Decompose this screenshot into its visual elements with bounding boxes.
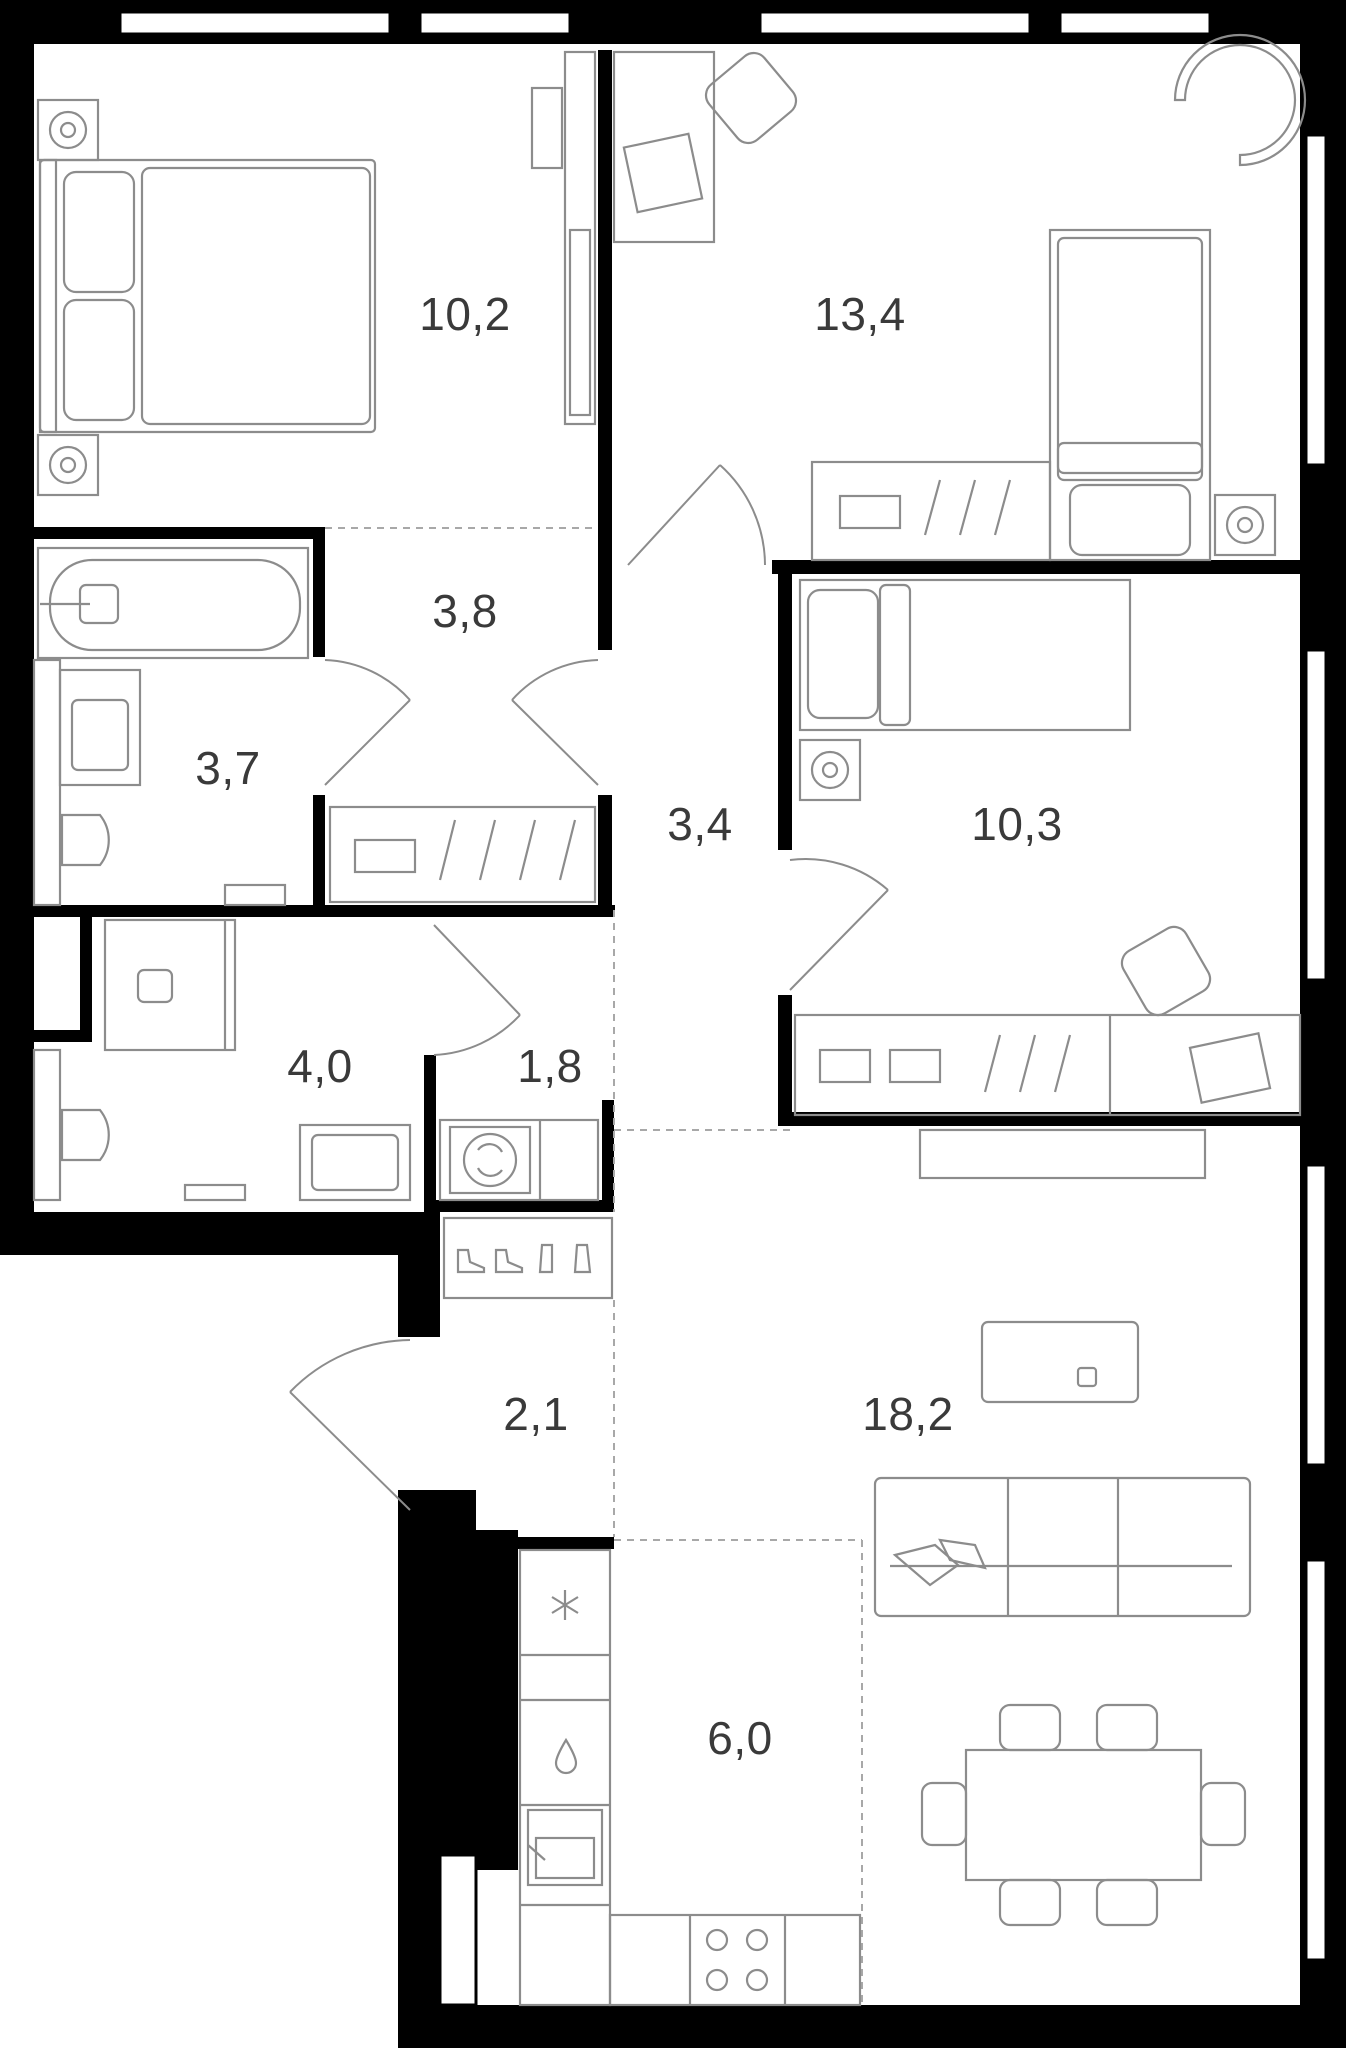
- hall-wardrobe: [328, 805, 597, 904]
- bedroom-1-furniture: [36, 50, 597, 497]
- shoe-rack: [442, 1216, 614, 1300]
- kitchen-furniture: [518, 1548, 862, 2007]
- room-area-wc: 4,0: [287, 1040, 352, 1092]
- room-area-laundry: 1,8: [517, 1040, 582, 1092]
- interior-walls: [34, 50, 1300, 1549]
- area-labels: 10,2 13,4 3,8 3,7 3,4 10,3 4,0 1,8 2,1 1…: [195, 288, 1062, 1764]
- room-area-living-room: 18,2: [862, 1388, 954, 1440]
- room-area-bedroom-3: 10,3: [971, 798, 1063, 850]
- room-area-kitchen: 6,0: [707, 1712, 772, 1764]
- room-area-bedroom-1: 10,2: [419, 288, 511, 340]
- laundry-furniture: [438, 1118, 600, 1202]
- living-room-furniture: [873, 1320, 1252, 1927]
- room-area-bathroom: 3,7: [195, 742, 260, 794]
- room-area-bedroom-2: 13,4: [814, 288, 906, 340]
- room-area-corridor: 3,4: [667, 798, 732, 850]
- doors: [289, 464, 889, 1511]
- bedroom-2-furniture: [612, 33, 1307, 562]
- room-area-entrance: 2,1: [503, 1388, 568, 1440]
- bathroom-furniture: [32, 546, 310, 907]
- zone-lines: [325, 527, 863, 2005]
- wc-furniture: [32, 918, 412, 1202]
- room-area-hall: 3,8: [432, 585, 497, 637]
- bedroom-3-furniture: [793, 578, 1302, 1180]
